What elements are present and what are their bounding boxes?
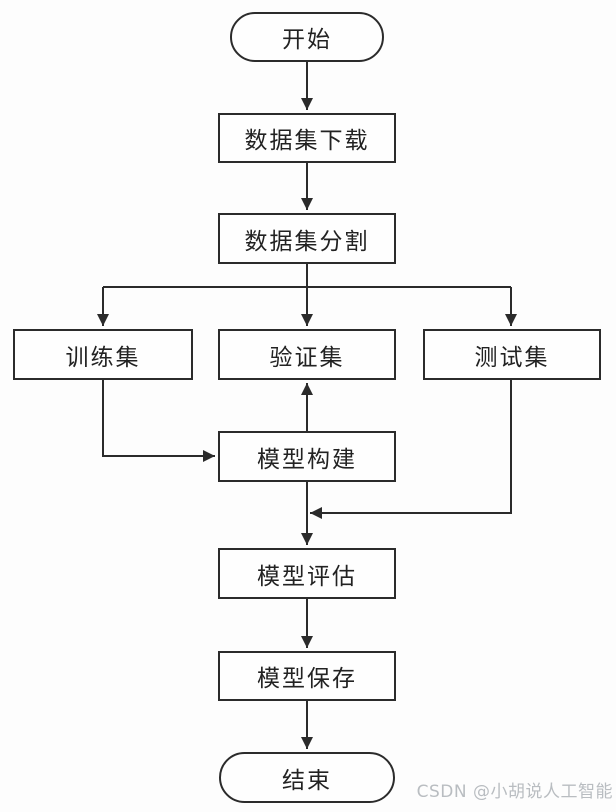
node-dataset-split: 数据集分割 bbox=[218, 213, 396, 264]
node-validation-set: 验证集 bbox=[218, 329, 396, 380]
edge-train-to-build bbox=[102, 380, 215, 462]
node-model-save: 模型保存 bbox=[218, 651, 396, 701]
edge-test-to-merge bbox=[310, 380, 512, 519]
node-training-set: 训练集 bbox=[13, 329, 193, 380]
node-end: 结束 bbox=[219, 752, 395, 803]
node-start: 开始 bbox=[230, 12, 384, 62]
node-model-build: 模型构建 bbox=[218, 431, 396, 482]
node-model-evaluate: 模型评估 bbox=[218, 548, 396, 599]
node-test-set: 测试集 bbox=[423, 329, 601, 380]
csdn-watermark: CSDN @小胡说人工智能 bbox=[416, 782, 613, 802]
node-dataset-download: 数据集下载 bbox=[218, 113, 396, 163]
